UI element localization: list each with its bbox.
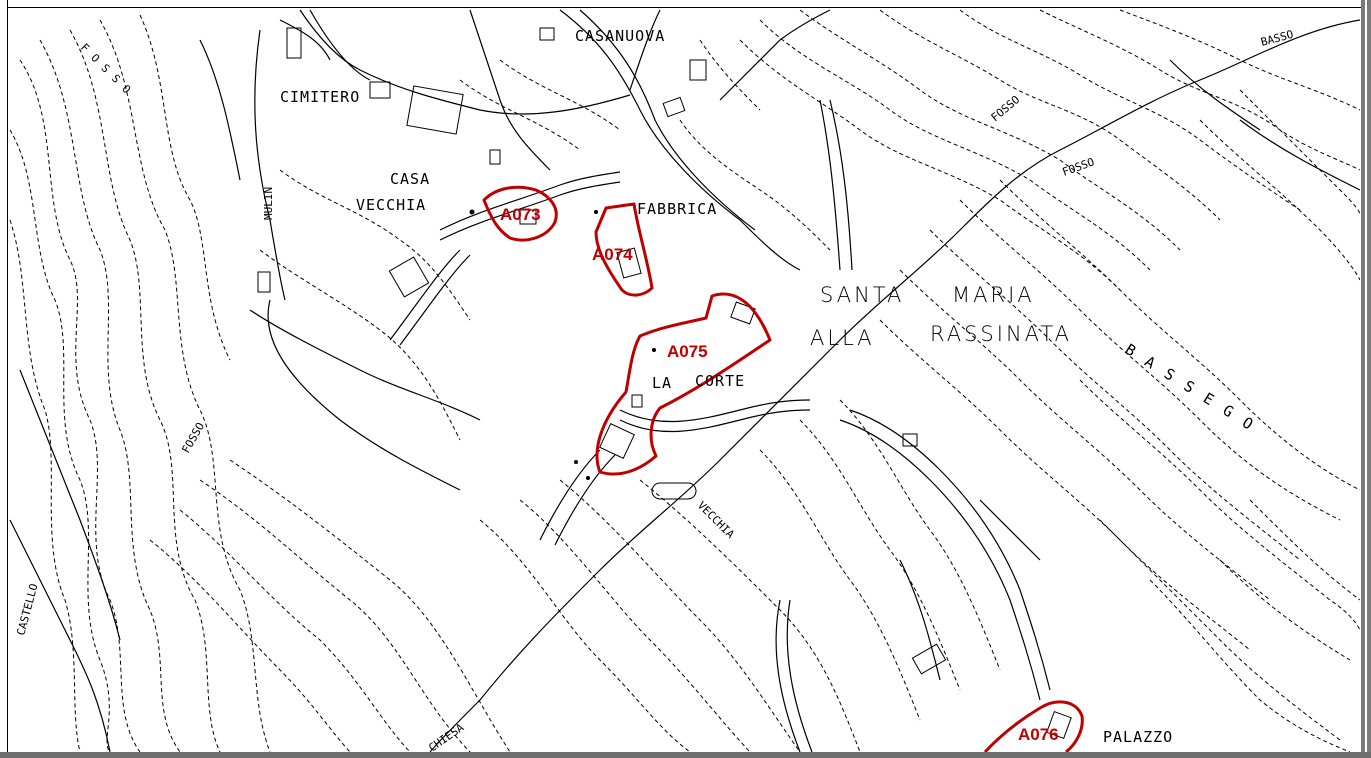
symbols bbox=[469, 209, 656, 480]
contour-lines bbox=[9, 9, 1360, 752]
place-labels: CASANUOVA CIMITERO CASA VECCHIA FABBRICA… bbox=[14, 27, 1294, 752]
scrollbar-track-line bbox=[1365, 0, 1367, 758]
zone-code-a075: A075 bbox=[667, 342, 708, 361]
label-cimitero: CIMITERO bbox=[280, 88, 360, 106]
zone-a075-outline bbox=[595, 292, 772, 476]
zones bbox=[482, 185, 1084, 752]
zone-code-a076: A076 bbox=[1018, 725, 1059, 744]
label-vecchia: VECCHIA bbox=[356, 196, 426, 214]
label-bassego: BASSEGO bbox=[1122, 340, 1268, 441]
roads bbox=[9, 9, 1360, 752]
label-fabbrica: FABBRICA bbox=[637, 200, 717, 218]
zone-a073-outline bbox=[482, 185, 558, 242]
zone-code-a074: A074 bbox=[592, 245, 633, 264]
label-fosso-3: FOSSO bbox=[179, 420, 207, 455]
buildings bbox=[257, 27, 1072, 740]
label-fosso-2: FOSSO bbox=[1061, 155, 1097, 179]
label-maria: MARIA bbox=[952, 283, 1035, 307]
label-rassinata: RASSINATA bbox=[930, 322, 1072, 346]
label-chiesa: CHIESA bbox=[426, 721, 466, 752]
label-alla: ALLA bbox=[810, 326, 875, 350]
label-casa: CASA bbox=[390, 170, 430, 188]
label-la: LA bbox=[652, 374, 672, 392]
label-palazzo: PALAZZO bbox=[1103, 728, 1173, 746]
label-casanuova: CASANUOVA bbox=[575, 27, 665, 45]
label-castello: CASTELLO bbox=[14, 582, 40, 637]
zone-a076-outline bbox=[983, 700, 1084, 752]
map-top-border bbox=[0, 0, 1371, 8]
label-santa: SANTA bbox=[820, 283, 904, 307]
label-corte: CORTE bbox=[695, 372, 745, 390]
zone-codes: A073 A074 A075 A076 bbox=[500, 205, 1059, 744]
vertical-scrollbar[interactable] bbox=[1361, 0, 1371, 758]
zone-a074-outline bbox=[594, 202, 654, 297]
label-mulin: MULIN bbox=[262, 187, 275, 220]
label-vecchia-road: VECCHIA bbox=[695, 499, 737, 541]
label-fosso-1: FOSSO bbox=[989, 93, 1023, 124]
map-left-border bbox=[0, 0, 8, 758]
horizontal-scrollbar[interactable] bbox=[0, 752, 1371, 758]
zone-code-a073: A073 bbox=[500, 205, 541, 224]
label-fosso-4: FOSSO bbox=[78, 41, 139, 102]
